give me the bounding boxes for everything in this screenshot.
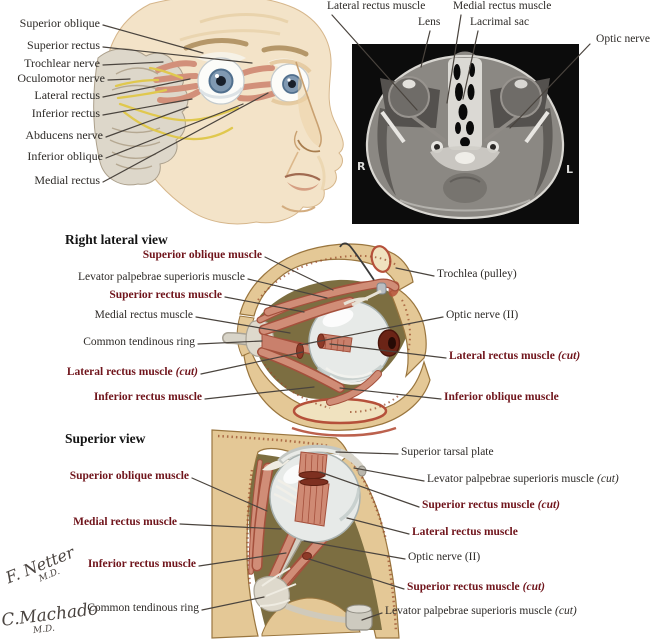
superior-label-superior-tarsal-plate-4: Superior tarsal plate [401, 446, 494, 458]
superior-label-optic-nerve-ii-8: Optic nerve (II) [408, 551, 481, 563]
lateral-label-trochlea-pulley-7: Trochlea (pulley) [437, 268, 517, 280]
lateral-label-optic-nerve-ii-8: Optic nerve (II) [446, 309, 519, 321]
superior-label-common-tendinous-ring-3: Common tendinous ring [87, 602, 199, 614]
ct-marker-right: R [357, 160, 366, 173]
lateral-label-inferior-rectus-muscle-6: Inferior rectus muscle [93, 391, 202, 403]
lens-right-eye [402, 79, 416, 89]
ethmoid-air-cells [453, 63, 475, 147]
face-label-medial-rectus-8: Medial rectus [34, 173, 100, 187]
lateral-label-common-tendinous-ring-4: Common tendinous ring [83, 336, 195, 348]
lateral-view-illustration [222, 242, 431, 437]
superior-label-medial-rectus-muscle-1: Medial rectus muscle [73, 516, 177, 528]
superior-label-inferior-rectus-muscle-2: Inferior rectus muscle [87, 558, 196, 570]
lateral-label-superior-oblique-muscle-0: Superior oblique muscle [142, 249, 262, 261]
face-label-lateral-rectus-4: Lateral rectus [34, 88, 100, 102]
face-label-abducens-nerve-6: Abducens nerve [25, 128, 103, 142]
face-label-oculomotor-nerve-3: Oculomotor nerve [17, 71, 105, 85]
superior-rectus-cut-band [294, 480, 330, 527]
superior-label-superior-rectus-muscle-6: Superior rectus muscle(cut) [422, 499, 561, 511]
superior-view-illustration [211, 429, 400, 639]
face-illustration [93, 0, 344, 225]
superior-label-lateral-rectus-muscle-7: Lateral rectus muscle [412, 526, 518, 538]
superior-label-levator-palpebrae-superioris-muscle-10: Levator palpebrae superioris muscle(cut) [385, 605, 577, 617]
ct-marker-left: L [566, 163, 573, 176]
nerves [114, 66, 240, 141]
face-label-superior-oblique-0: Superior oblique [19, 16, 100, 30]
lateral-label-medial-rectus-muscle-3: Medial rectus muscle [94, 309, 193, 321]
superior-label-superior-oblique-muscle-0: Superior oblique muscle [69, 470, 189, 482]
ct-label-medial-rectus-muscle-2: Medial rectus muscle [453, 0, 552, 12]
face-label-inferior-rectus-5: Inferior rectus [31, 106, 100, 120]
face-label-superior-rectus-1: Superior rectus [27, 38, 100, 52]
lateral-label-levator-palpebrae-superioris-muscle-1: Levator palpebrae superioris muscle [77, 271, 245, 283]
superior-label-levator-palpebrae-superioris-muscle-5: Levator palpebrae superioris muscle(cut) [427, 473, 619, 485]
superior-label-superior-rectus-muscle-9: Superior rectus muscle(cut) [407, 581, 546, 593]
lateral-label-lateral-rectus-muscle-9: Lateral rectus muscle(cut) [449, 350, 581, 362]
ct-label-lateral-rectus-muscle-0: Lateral rectus muscle [327, 0, 426, 12]
lateral-view-title: Right lateral view [65, 232, 168, 247]
ct-scan-image: R L [352, 44, 579, 224]
ct-label-lens-1: Lens [418, 16, 441, 28]
leader-lines [102, 14, 591, 621]
lateral-label-lateral-rectus-muscle-5: Lateral rectus muscle(cut) [66, 366, 198, 378]
ct-label-optic-nerve-4: Optic nerve [596, 33, 650, 45]
face-label-inferior-oblique-7: Inferior oblique [27, 149, 103, 163]
lateral-label-superior-rectus-muscle-2: Superior rectus muscle [109, 289, 222, 301]
face-label-trochlear-nerve-2: Trochlear nerve [24, 56, 100, 70]
left-eye [197, 57, 245, 105]
lateral-label-inferior-oblique-muscle-10: Inferior oblique muscle [444, 391, 559, 403]
ct-label-lacrimal-sac-3: Lacrimal sac [470, 16, 530, 28]
superior-view-title: Superior view [65, 431, 146, 446]
